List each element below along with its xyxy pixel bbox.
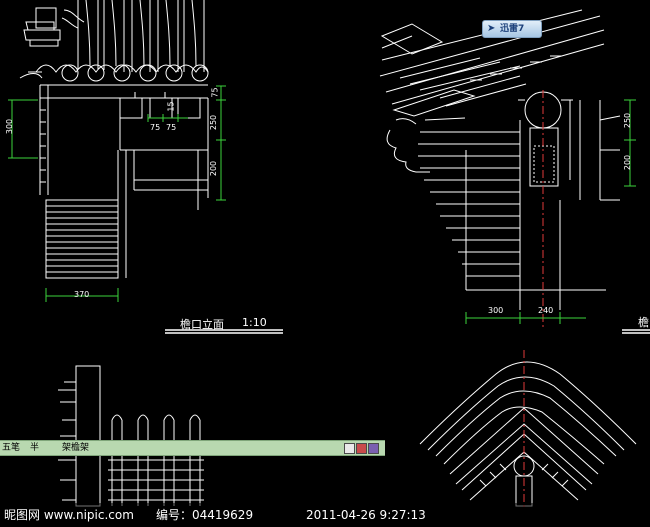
ridge-section-bottom <box>419 350 637 510</box>
ime-status-bar[interactable]: 五笔 半 架檐架 <box>0 440 385 456</box>
tile-elevation-bottom <box>58 365 204 507</box>
drawing-scale: 1:10 <box>242 316 267 329</box>
bird-icon: ➤ <box>487 23 496 34</box>
ime-input-mode[interactable]: 五笔 <box>2 443 21 453</box>
dim-250-right: 250 <box>623 112 633 129</box>
dim-75-a: 75 <box>150 123 161 132</box>
footer-date: 2011-04-26 9:27:13 <box>306 508 426 522</box>
ime-half-width-toggle[interactable]: 半 <box>30 443 40 453</box>
drawing-title: 檐口立面 <box>180 318 224 331</box>
dim-370: 370 <box>74 290 90 299</box>
ime-option-button-1[interactable] <box>344 443 355 454</box>
dim-200-left: 200 <box>209 160 219 177</box>
dim-15: 15 <box>166 101 176 112</box>
badge-label: 迅雷7 <box>500 24 525 34</box>
ime-option-button-2[interactable] <box>356 443 367 454</box>
footer-site: 昵图网 www.nipic.com <box>4 508 134 522</box>
dim-250-left: 250 <box>209 114 219 131</box>
dim-75-b: 75 <box>166 123 177 132</box>
right-edge-title: 檐 <box>638 316 649 329</box>
dim-300-right: 300 <box>488 306 504 315</box>
footer-id: 编号：04419629 <box>156 508 254 522</box>
dim-240-right: 240 <box>538 306 554 315</box>
ime-option-button-3[interactable] <box>368 443 379 454</box>
eave-section-right <box>379 9 636 330</box>
dim-200-right: 200 <box>623 154 633 171</box>
title-underline <box>165 329 283 334</box>
dim-75-top: 75 <box>210 87 220 98</box>
dim-300-left: 300 <box>5 118 15 135</box>
eave-elevation-left <box>8 0 226 302</box>
watermark-footer: 昵图网 www.nipic.com 编号：04419629 2011-04-26… <box>0 503 650 527</box>
ime-composition-text: 架檐架 <box>62 443 90 453</box>
thunder-download-badge[interactable]: ➤ 迅雷7 <box>482 20 542 38</box>
